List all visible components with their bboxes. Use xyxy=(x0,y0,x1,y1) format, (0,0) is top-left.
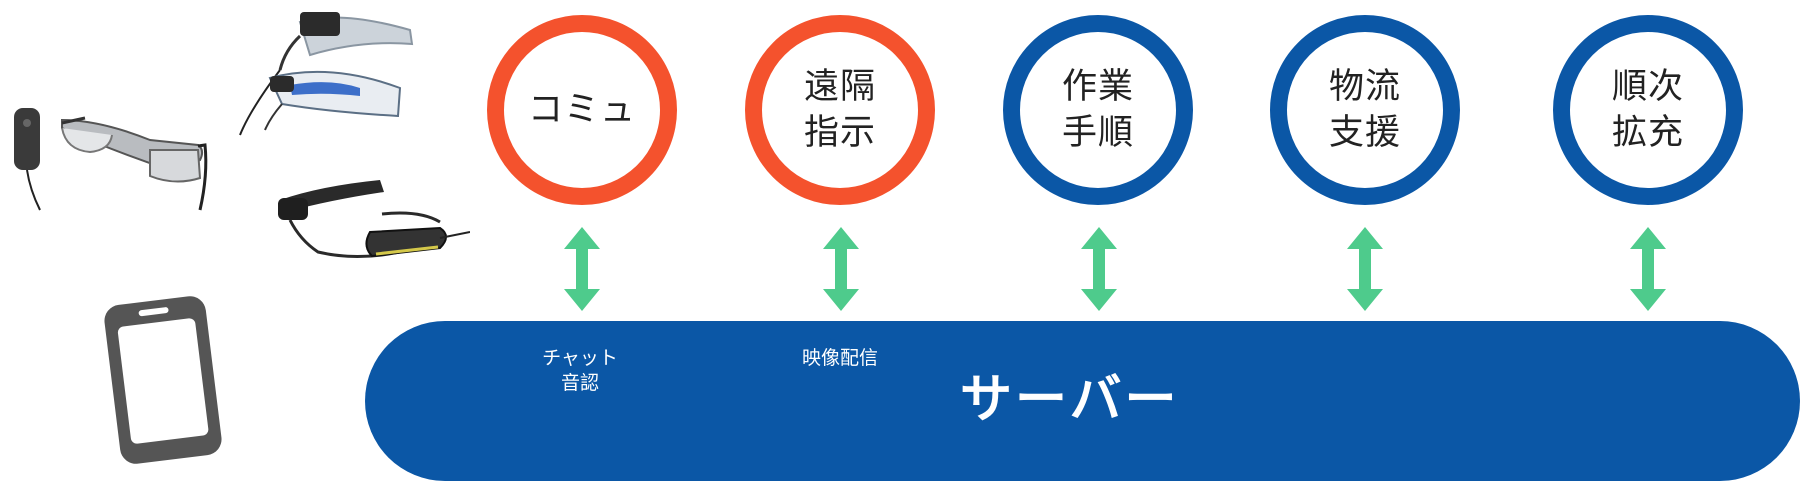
bidirectional-arrow-icon xyxy=(1630,227,1666,311)
function-circle-logistics-support: 物流 支援 xyxy=(1270,15,1460,205)
bidirectional-arrow-icon xyxy=(1081,227,1117,311)
server-bar xyxy=(365,321,1800,481)
circle-label: コミュ xyxy=(527,90,636,130)
function-circle-gradual-expansion: 順次 拡充 xyxy=(1553,15,1743,205)
function-circle-work-procedure: 作業 手順 xyxy=(1003,15,1193,205)
smartphone-icon xyxy=(104,296,222,464)
smart-glasses-with-controller-icon xyxy=(14,108,208,211)
bidirectional-arrow-icon xyxy=(1347,227,1383,311)
server-feature-chat-voice: チャット 音認 xyxy=(542,347,618,394)
server-feature-video-streaming: 映像配信 xyxy=(801,347,878,369)
devices-svg xyxy=(14,12,471,464)
circle-label: 作業 手順 xyxy=(1061,67,1134,153)
safety-glasses-headset-icon xyxy=(239,12,414,136)
circle-label: 順次 拡充 xyxy=(1611,67,1684,153)
monocular-smart-glasses-icon xyxy=(278,180,471,258)
function-circle-communication: コミュ xyxy=(487,15,677,205)
circle-label: 物流 支援 xyxy=(1328,67,1401,153)
server-label: サーバー xyxy=(960,370,1180,430)
function-circle-remote-instruction: 遠隔 指示 xyxy=(745,15,935,205)
circle-label: 遠隔 指示 xyxy=(803,67,876,153)
bidirectional-arrow-icon xyxy=(823,227,859,311)
bidirectional-arrow-icon xyxy=(564,227,600,311)
device-illustrations xyxy=(0,0,471,481)
